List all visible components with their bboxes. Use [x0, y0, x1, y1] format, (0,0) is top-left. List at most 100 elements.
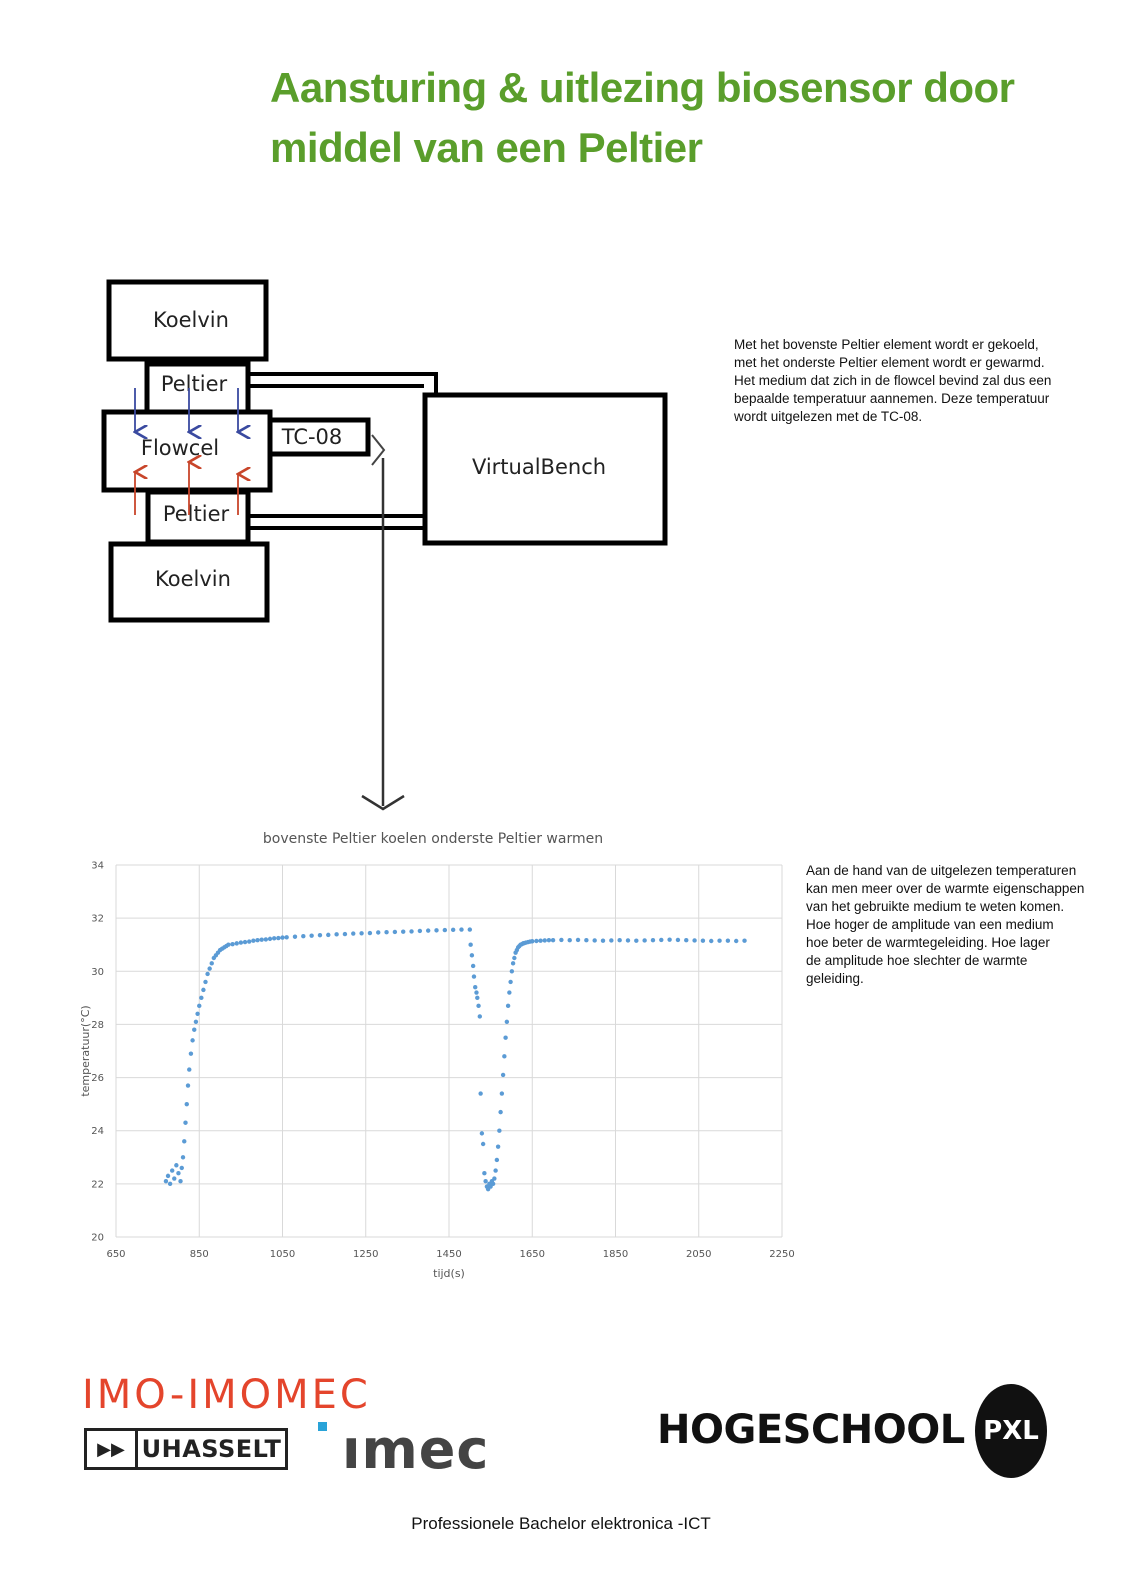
data-point	[525, 939, 531, 945]
data-point	[434, 928, 439, 933]
data-point	[542, 938, 547, 943]
data-point	[226, 942, 231, 947]
data-point	[675, 937, 681, 943]
title-line-2: middel van een Peltier	[270, 124, 703, 171]
virtualbench-label: VirtualBench	[472, 455, 606, 479]
long-down-arrowhead	[361, 794, 405, 811]
data-point	[342, 931, 348, 937]
data-point	[425, 928, 431, 933]
data-point	[205, 971, 210, 977]
data-point	[195, 1011, 200, 1016]
data-point	[473, 985, 478, 990]
data-point	[409, 929, 414, 934]
data-point	[197, 1003, 202, 1009]
data-point	[494, 1157, 500, 1163]
peltier-top-label: Peltier	[161, 372, 228, 396]
data-point	[219, 946, 225, 951]
data-point	[169, 1168, 175, 1173]
chart-title: bovenste Peltier koelen onderste Peltier…	[263, 831, 603, 847]
data-point	[575, 937, 581, 943]
data-point	[530, 939, 535, 944]
tc08-label: TC-08	[281, 425, 343, 449]
data-point	[263, 937, 269, 942]
desc1-line-4: bepaalde temperatuur aannemen. Deze temp…	[734, 391, 1050, 406]
data-point	[493, 1168, 498, 1173]
data-point	[507, 990, 512, 995]
data-point	[384, 930, 389, 935]
data-point	[376, 930, 381, 935]
data-point	[625, 938, 631, 943]
desc1-line-1: Met het bovenste Peltier element wordt e…	[734, 337, 1039, 352]
x-tick-label: 1650	[520, 1249, 545, 1260]
data-point	[480, 1141, 486, 1147]
data-point	[512, 955, 517, 961]
data-point	[165, 1173, 171, 1179]
data-point	[497, 1128, 502, 1133]
virtualbench-box	[422, 392, 668, 546]
desc2-line-7: geleiding.	[806, 971, 864, 986]
data-point	[520, 941, 526, 946]
data-point	[334, 932, 339, 937]
data-point	[359, 931, 364, 936]
data-point	[188, 1051, 194, 1056]
data-point	[717, 938, 722, 943]
data-point	[450, 927, 456, 933]
data-point	[508, 979, 513, 985]
desc1-line-2: met het onderste Peltier element wordt e…	[734, 355, 1045, 370]
data-point	[280, 935, 285, 940]
imec-logo: ımec	[342, 1418, 490, 1481]
data-point	[514, 947, 520, 953]
data-point	[351, 931, 356, 936]
peltier-bottom-label: Peltier	[163, 502, 230, 526]
pxl-logo: PXL	[975, 1384, 1047, 1478]
page-title: Aansturing & uitlezing biosensor door mi…	[270, 58, 1030, 178]
data-point	[546, 937, 552, 943]
data-point	[500, 1072, 506, 1078]
wire-top-peltier-1	[248, 372, 438, 398]
data-point	[634, 938, 639, 943]
data-point	[209, 961, 214, 966]
data-point	[199, 995, 204, 1001]
data-point	[176, 1171, 181, 1176]
x-tick-label: 2050	[686, 1249, 711, 1260]
data-point	[292, 934, 298, 939]
data-point	[482, 1171, 487, 1176]
desc2-line-5: hoe beter de warmtegeleiding. Hoe lager	[806, 935, 1050, 950]
data-point	[600, 938, 606, 943]
data-point	[478, 1091, 483, 1096]
data-point	[692, 938, 697, 943]
data-point	[230, 941, 235, 947]
data-point	[271, 936, 277, 941]
imec-dot-icon	[318, 1422, 327, 1431]
data-point	[474, 990, 479, 995]
data-point	[513, 950, 518, 955]
data-point	[495, 1144, 501, 1149]
data-point	[459, 927, 464, 932]
description-setup: Met het bovenste Peltier element wordt e…	[734, 336, 1051, 426]
data-point	[488, 1184, 493, 1189]
data-point	[667, 937, 672, 942]
title-line-1: Aansturing & uitlezing biosensor door	[270, 64, 1015, 111]
data-point	[523, 940, 529, 945]
desc2-line-2: kan men meer over de warmte eigenschappe…	[806, 881, 1085, 896]
data-point	[174, 1163, 179, 1168]
data-point	[215, 950, 221, 955]
data-point	[187, 1067, 192, 1072]
data-point	[700, 938, 706, 943]
data-point	[182, 1139, 187, 1144]
data-point	[725, 938, 731, 943]
data-point	[224, 943, 229, 949]
desc1-line-5: wordt uitgelezen met de TC-08.	[734, 409, 923, 424]
desc2-line-3: van het gebruikte medium te weten komen.	[806, 899, 1065, 914]
data-point	[190, 1038, 195, 1043]
data-point	[442, 927, 448, 933]
data-point	[203, 979, 208, 985]
data-point	[504, 1019, 510, 1024]
x-tick-label: 850	[190, 1249, 209, 1260]
data-point	[326, 932, 331, 938]
data-point	[709, 938, 714, 944]
data-point	[592, 938, 597, 943]
data-point	[484, 1184, 490, 1189]
data-point	[505, 1003, 511, 1009]
koelvin-top-box	[106, 279, 269, 362]
